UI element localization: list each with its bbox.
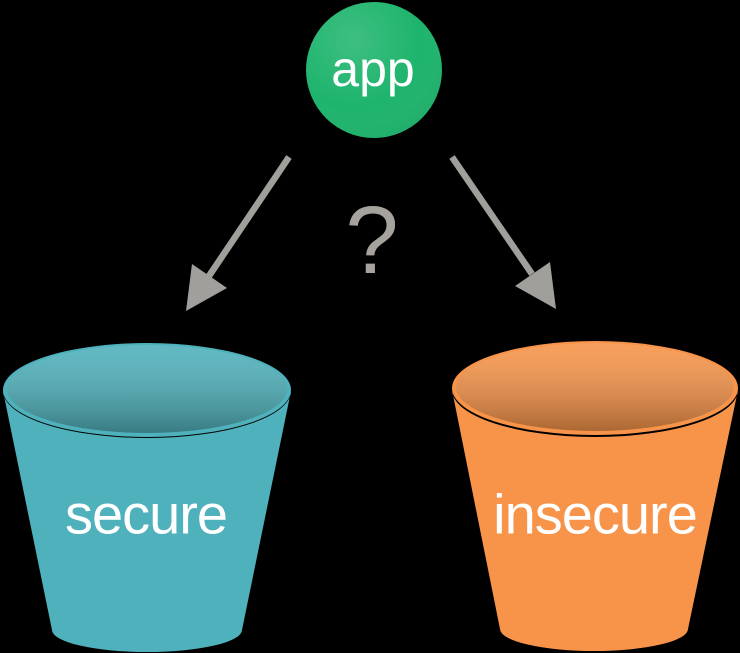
app-label: app xyxy=(331,41,415,97)
arrow-right xyxy=(449,155,556,309)
arrow-right-shaft xyxy=(449,155,535,276)
app-node xyxy=(306,2,442,138)
secure-bucket-opening-shade xyxy=(7,345,287,433)
insecure-bucket-label: insecure xyxy=(493,482,698,546)
arrow-left-head-icon xyxy=(186,264,227,311)
question-mark: ? xyxy=(345,187,399,294)
bucket-insecure xyxy=(452,341,738,651)
arrow-left-shaft xyxy=(206,155,292,278)
insecure-bucket-body xyxy=(452,390,738,651)
secure-bucket-body xyxy=(3,391,291,652)
arrow-left xyxy=(186,155,292,311)
bucket-secure xyxy=(3,343,291,652)
secure-bucket-label: secure xyxy=(64,482,228,546)
insecure-bucket-opening-shade xyxy=(456,343,734,431)
app-circle-highlight xyxy=(306,2,442,138)
arrow-right-head-icon xyxy=(515,262,556,309)
